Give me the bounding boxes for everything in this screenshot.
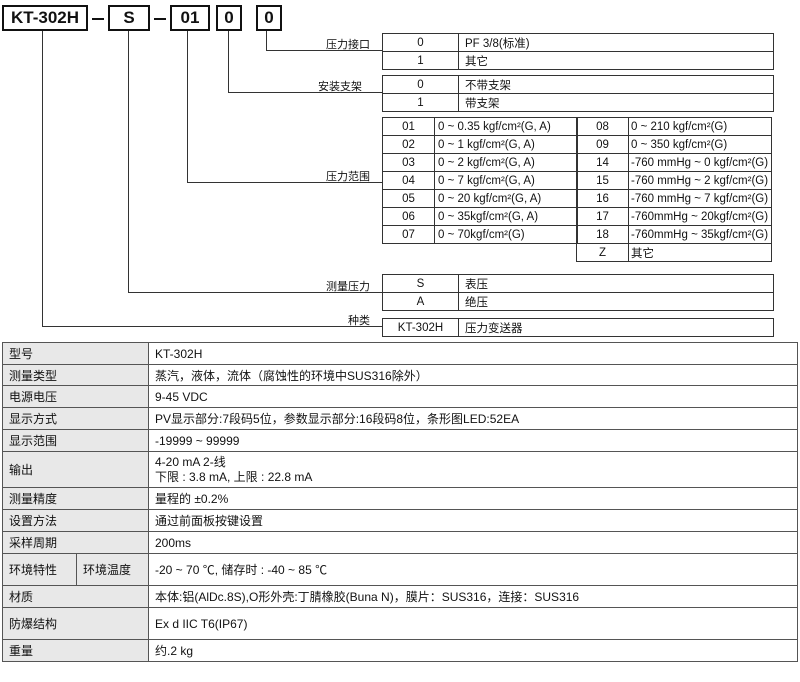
connector-line	[128, 292, 382, 293]
table-row: A 绝压	[382, 292, 774, 311]
table-row: 18-760mmHg ~ 35kgf/cm²(G)	[576, 225, 772, 244]
connector-line	[42, 326, 382, 327]
connector-line	[128, 31, 129, 293]
code-segment-model: KT-302H	[2, 5, 88, 31]
connector-line	[228, 92, 382, 93]
type-table: KT-302H 压力变送器	[382, 318, 774, 337]
spec-row-sampling: 采样周期 200ms	[2, 531, 798, 554]
spec-row-environment: 环境特性 环境温度 -20 ~ 70 ℃, 储存时 : -40 ~ 85 ℃	[2, 553, 798, 586]
table-row: 15-760 mmHg ~ 2 kgf/cm²(G)	[576, 171, 772, 190]
label-pressure-range: 压力范围	[326, 170, 370, 183]
code-segment-bracket: 0	[216, 5, 242, 31]
spec-row-power: 电源电压 9-45 VDC	[2, 385, 798, 408]
measure-pressure-table: S 表压 A 绝压	[382, 274, 774, 311]
table-row: 14-760 mmHg ~ 0 kgf/cm²(G)	[576, 153, 772, 172]
connector-line	[266, 31, 267, 51]
spec-row-display-mode: 显示方式 PV显示部分:7段码5位，参数显示部分:16段码8位，条形图LED:5…	[2, 407, 798, 430]
table-row: 1 带支架	[382, 93, 774, 112]
code-segment-port: 0	[256, 5, 282, 31]
table-row: KT-302H 压力变送器	[382, 318, 774, 337]
code-segment-measure: S	[108, 5, 150, 31]
spec-row-explosion: 防爆结构 Ex d IIC T6(IP67)	[2, 607, 798, 640]
table-row: S 表压	[382, 274, 774, 293]
code-segment-range: 01	[170, 5, 210, 31]
table-row: 1 其它	[382, 51, 774, 70]
label-bracket: 安装支架	[318, 80, 362, 93]
spec-table: 型号 KT-302H 测量类型 蒸汽，液体，流体（腐蚀性的环境中SUS316除外…	[2, 342, 798, 662]
connector-line	[266, 50, 382, 51]
table-row: 0 不带支架	[382, 75, 774, 94]
connector-line	[187, 31, 188, 183]
spec-row-accuracy: 测量精度 量程的 ±0.2%	[2, 487, 798, 510]
table-row: 16-760 mmHg ~ 7 kgf/cm²(G)	[576, 189, 772, 208]
spec-row-measure-type: 测量类型 蒸汽，液体，流体（腐蚀性的环境中SUS316除外）	[2, 364, 798, 386]
spec-row-material: 材质 本体:铝(AlDc.8S),O形外壳:丁腈橡胶(Buna N)，膜片：SU…	[2, 585, 798, 608]
bracket-table: 0 不带支架 1 带支架	[382, 75, 774, 112]
pressure-port-table: 0 PF 3/8(标准) 1 其它	[382, 33, 774, 70]
connector-line	[187, 182, 382, 183]
spec-row-output: 输出 4-20 mA 2-线 下限 : 3.8 mA, 上限 : 22.8 mA	[2, 451, 798, 488]
table-row: 0 PF 3/8(标准)	[382, 33, 774, 52]
label-pressure-port: 压力接口	[326, 38, 370, 51]
spec-row-weight: 重量 约.2 kg	[2, 639, 798, 662]
spec-row-model: 型号 KT-302H	[2, 342, 798, 365]
connector-line	[228, 31, 229, 93]
code-separator	[154, 18, 166, 20]
connector-line	[42, 31, 43, 327]
label-type: 种类	[348, 314, 370, 327]
spec-row-display-range: 显示范围 -19999 ~ 99999	[2, 429, 798, 452]
table-row: 17-760mmHg ~ 20kgf/cm²(G)	[576, 207, 772, 226]
spec-row-setting: 设置方法 通过前面板按键设置	[2, 509, 798, 532]
code-separator	[92, 18, 104, 20]
label-measure-pressure: 测量压力	[326, 280, 370, 293]
